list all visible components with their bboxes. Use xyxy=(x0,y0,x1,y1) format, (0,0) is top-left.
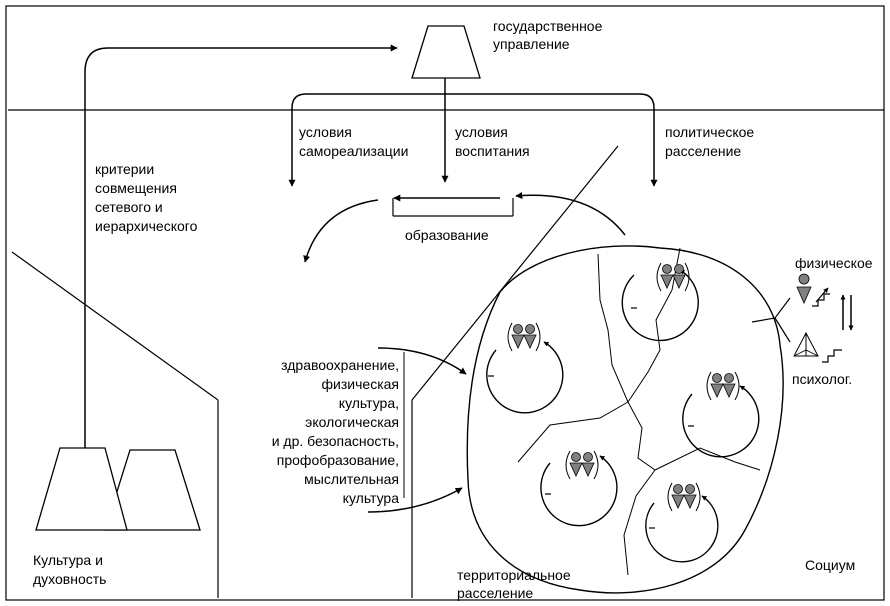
criteria-label-line4: иерархического xyxy=(95,218,198,234)
socium-to-education-arrow xyxy=(515,192,626,236)
territorial-label-line2: расселение xyxy=(457,585,533,601)
self-realization-label-line1: условия xyxy=(299,124,352,140)
upbringing-label-line2: воспитания xyxy=(455,143,530,159)
education-outflow-arrow xyxy=(303,199,379,263)
health-inflow-arrow-top xyxy=(377,347,467,375)
health-list-line: культура, xyxy=(339,395,399,411)
culture-trapezoids xyxy=(35,447,201,531)
health-list-line: экологическая xyxy=(305,414,399,430)
community-group-5 xyxy=(645,483,719,563)
upbringing-label-line1: условия xyxy=(455,124,508,140)
criteria-label-line1: критерии xyxy=(95,161,154,177)
state-governance-label-line1: государственное xyxy=(493,18,603,34)
community-group-1 xyxy=(621,263,699,342)
political-settlement-label-line1: политическое xyxy=(665,124,754,140)
left-diagonal-line xyxy=(11,251,219,401)
education-bracket xyxy=(392,194,514,217)
culture-label-line2: духовность xyxy=(33,571,106,587)
culture-label-line1: Культура и xyxy=(33,552,103,568)
frame-border xyxy=(5,5,885,601)
socium-area xyxy=(466,245,784,594)
community-group-3 xyxy=(682,372,760,458)
person-icon xyxy=(796,273,812,304)
middle-diagonal-line xyxy=(411,145,619,401)
self-realization-label-line2: самореализации xyxy=(299,143,408,159)
stairs-icon xyxy=(822,349,842,363)
psychological-label: психолог. xyxy=(792,371,852,387)
community-group-2 xyxy=(486,323,564,414)
health-list-line: физическая xyxy=(322,376,399,392)
territorial-label-line1: территориальное xyxy=(457,567,571,583)
health-list-line: и др. безопасность, xyxy=(272,433,399,449)
health-list-line: культура xyxy=(343,490,400,506)
education-label: образование xyxy=(405,227,489,243)
governance-distribution-arrows xyxy=(288,78,658,187)
criteria-label-line2: совмещения xyxy=(95,180,177,196)
physical-label: физическое xyxy=(795,255,873,271)
criteria-label-line3: сетевого и xyxy=(95,199,163,215)
stairs-icon xyxy=(812,287,830,307)
state-governance-label-line2: управление xyxy=(493,36,570,52)
community-group-4 xyxy=(540,451,618,527)
state-governance-trapezoid xyxy=(411,25,481,79)
physical-psychological-branch xyxy=(751,273,854,363)
culture-to-governance-arrow xyxy=(84,44,398,448)
pyramid-icon xyxy=(793,331,819,357)
political-settlement-label-line2: расселение xyxy=(665,143,741,159)
socium-label: Социум xyxy=(805,557,855,573)
socium-region-borders xyxy=(517,247,761,576)
health-list-line: мыслительная xyxy=(304,471,399,487)
health-list-line: профобразование, xyxy=(277,452,399,468)
health-list-labels: здравоохранение, физическая культура, эк… xyxy=(272,357,400,506)
health-inflow-arrow-bottom xyxy=(367,487,463,513)
health-list-line: здравоохранение, xyxy=(281,357,399,373)
